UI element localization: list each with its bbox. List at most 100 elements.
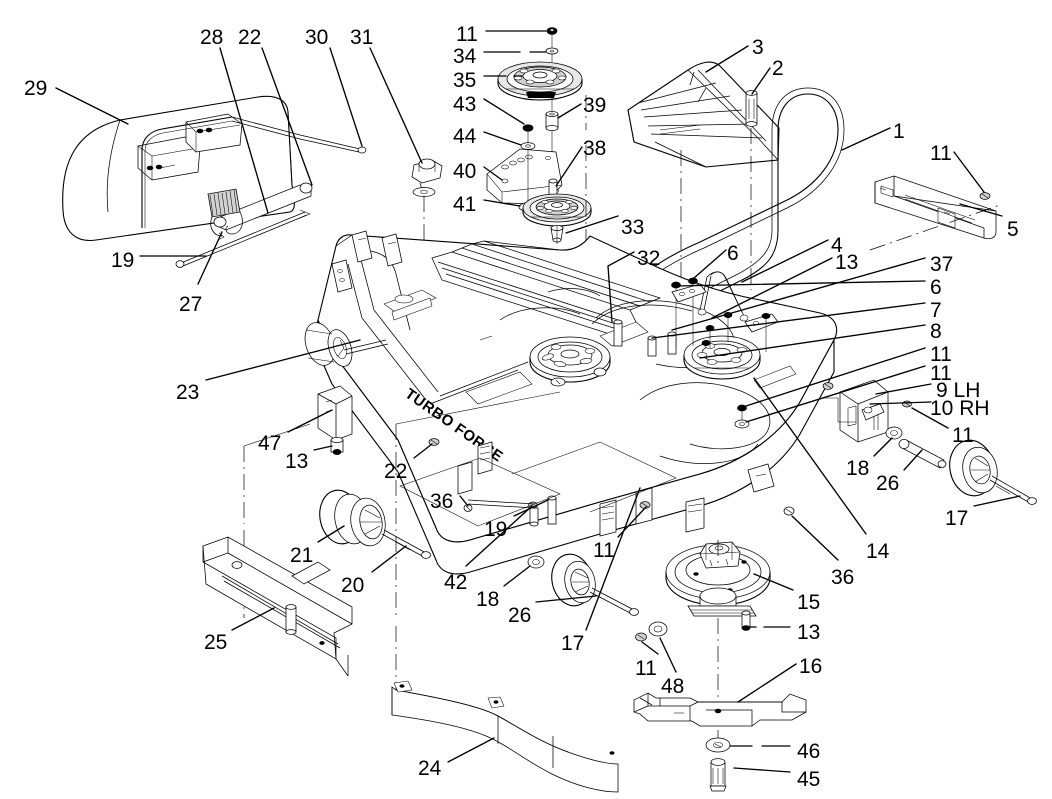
part-19-lower-rod [547,495,557,525]
part-22-tube [213,182,313,231]
callout-29[interactable]: 29 [24,77,48,100]
callout-45[interactable]: 45 [797,768,821,791]
callout-7[interactable]: 7 [930,299,942,322]
callout-26[interactable]: 26 [508,604,532,627]
callout-11[interactable]: 11 [635,657,657,680]
deck-spindle-pulley-right [683,335,761,380]
callout-27[interactable]: 27 [179,293,203,316]
callout-19[interactable]: 19 [484,518,508,541]
callout-36[interactable]: 36 [831,566,855,589]
callout-36[interactable]: 36 [430,490,454,513]
callout-37[interactable]: 37 [930,253,954,276]
callout-21[interactable]: 21 [290,544,314,567]
callout-28[interactable]: 28 [200,26,224,49]
callout-13[interactable]: 13 [797,621,821,644]
deck-roller-left [304,322,389,367]
part-48-bushing [648,621,668,637]
callout-11[interactable]: 11 [456,23,478,46]
callout-14[interactable]: 14 [866,540,890,563]
part-9-10-caster-bracket [822,379,912,443]
callout-17[interactable]: 17 [945,507,969,530]
part-15-spindle-assembly [665,541,771,617]
callout-1[interactable]: 1 [893,120,905,143]
callout-25[interactable]: 25 [204,631,228,654]
part-33-idler-pulley [522,193,592,227]
caster-wheel-left [319,489,431,559]
callout-32[interactable]: 32 [637,247,661,270]
part-25-bar [202,536,353,677]
callout-22[interactable]: 22 [384,460,408,483]
part-45-bolt [709,758,727,792]
callout-11[interactable]: 11 [930,343,952,366]
leader-lines [55,30,1021,773]
callout-15[interactable]: 15 [797,591,821,614]
part-25-pin [285,604,297,635]
deck-rear-baffles [457,441,775,537]
callout-34[interactable]: 34 [453,45,477,68]
callout-42[interactable]: 42 [444,571,468,594]
callout-20[interactable]: 20 [341,574,365,597]
part-2-pin [745,90,758,127]
callout-9-lh[interactable]: 9 LH [936,379,981,402]
part-24-baffle [391,680,619,793]
callout-8[interactable]: 8 [930,320,942,343]
callout-38[interactable]: 38 [583,137,607,160]
part-1-belt [593,87,845,365]
part-31-bracket [411,158,443,197]
callout-19[interactable]: 19 [111,249,135,272]
part-11-bolt-top [546,27,558,35]
callout-48[interactable]: 48 [661,675,685,698]
callout-22[interactable]: 22 [238,26,262,49]
callout-43[interactable]: 43 [453,93,477,116]
callout-18[interactable]: 18 [476,588,500,611]
callout-33[interactable]: 33 [621,216,645,239]
callout-46[interactable]: 46 [797,740,821,763]
part-13-bolt-spindle [741,610,751,631]
callout-17[interactable]: 17 [561,632,585,655]
callout-24[interactable]: 24 [418,757,442,780]
part-30-rod [141,116,367,228]
part-5-bracket [874,175,997,240]
callout-26[interactable]: 26 [876,472,900,495]
callout-11[interactable]: 11 [593,539,615,562]
part-39-spacer [545,111,559,131]
deck-main-body [317,234,838,575]
part-29-hinge-brackets [137,113,243,181]
callout-41[interactable]: 41 [453,193,477,216]
part-11-nut-lower [635,632,647,642]
callout-40[interactable]: 40 [453,160,477,183]
part-36-pin-right [783,506,795,516]
callout-18[interactable]: 18 [846,457,870,480]
part-46-washer [705,737,731,753]
callout-11[interactable]: 11 [952,424,974,447]
callout-10-rh[interactable]: 10 RH [930,397,990,420]
callout-47[interactable]: 47 [258,432,282,455]
callout-44[interactable]: 44 [453,125,477,148]
callout-23[interactable]: 23 [176,381,200,404]
callout-35[interactable]: 35 [453,69,477,92]
part-11-bolt-deckrear [639,501,651,509]
callout-4[interactable]: 4 [831,234,843,257]
callout-6[interactable]: 6 [727,242,739,265]
callout-13[interactable]: 13 [835,251,859,274]
callout-13[interactable]: 13 [285,450,309,473]
callout-16[interactable]: 16 [799,655,823,678]
part-3-baffle [627,61,780,168]
callout-6[interactable]: 6 [930,276,942,299]
callout-30[interactable]: 30 [305,26,329,49]
callout-3[interactable]: 3 [752,36,764,59]
part-43-bolt [522,124,534,143]
deck-detail-plates [383,289,797,405]
callout-11[interactable]: 11 [930,362,952,385]
caster-wheel-center [527,553,639,616]
callout-2[interactable]: 2 [772,57,784,80]
callout-39[interactable]: 39 [583,94,607,117]
callout-11[interactable]: 11 [930,142,952,165]
deck-left-brackets [331,230,403,293]
deck-spindle-pulley-left [529,336,611,387]
callout-31[interactable]: 31 [350,26,374,49]
caster-wheel-right [885,426,1037,505]
callout-5[interactable]: 5 [1007,218,1019,241]
